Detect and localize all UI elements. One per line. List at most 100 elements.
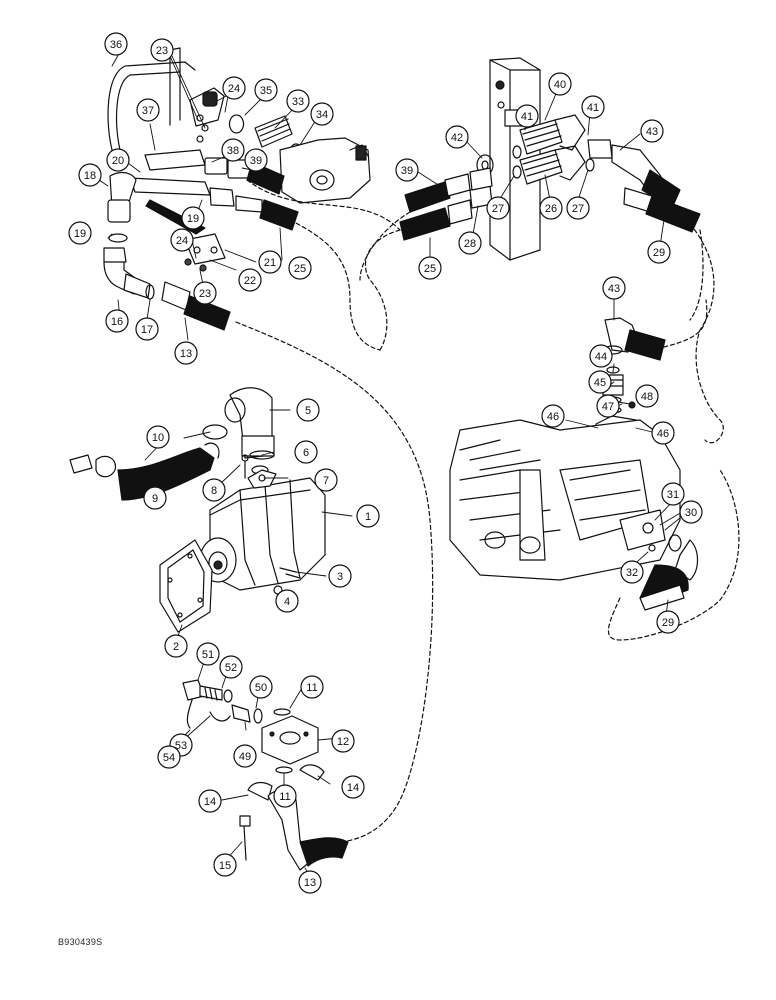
callout-c43b: 43 xyxy=(602,276,626,300)
callout-number: 35 xyxy=(260,85,272,97)
callout-number: 33 xyxy=(292,96,304,108)
callout-number: 49 xyxy=(239,751,251,763)
callout-number: 5 xyxy=(305,405,311,417)
callout-c44: 44 xyxy=(589,344,613,368)
callout-circle xyxy=(249,675,273,699)
callout-number: 18 xyxy=(84,170,96,182)
gasket xyxy=(159,539,213,633)
callout-circle xyxy=(300,675,324,699)
callout-number: 41 xyxy=(521,111,533,123)
callout-number: 9 xyxy=(152,493,158,505)
callout-number: 41 xyxy=(587,102,599,114)
callout-number: 39 xyxy=(401,165,413,177)
callout-number: 16 xyxy=(111,316,123,328)
callout-circle xyxy=(620,560,644,584)
callout-c18: 18 xyxy=(78,163,102,187)
callout-c42: 42 xyxy=(445,125,469,149)
callout-c32: 32 xyxy=(620,560,644,584)
callout-circle xyxy=(541,404,565,428)
callout-c17: 17 xyxy=(135,317,159,341)
callout-circle xyxy=(78,163,102,187)
callout-number: 25 xyxy=(294,263,306,275)
callout-circle xyxy=(275,589,299,613)
callout-number: 27 xyxy=(572,203,584,215)
callout-number: 2 xyxy=(173,641,179,653)
pump-inlet-assembly xyxy=(69,387,275,501)
callout-number: 24 xyxy=(176,235,188,247)
callout-number: 20 xyxy=(112,155,124,167)
callout-number: 13 xyxy=(304,877,316,889)
callout-number: 24 xyxy=(228,83,240,95)
callout-c10: 10 xyxy=(146,425,170,449)
callout-c30: 30 xyxy=(679,500,703,524)
callout-circle xyxy=(310,102,334,126)
callout-number: 52 xyxy=(225,662,237,674)
callout-circle xyxy=(418,256,442,280)
callout-c13b: 13 xyxy=(298,870,322,894)
manifold-housing xyxy=(279,137,371,204)
callout-c43a: 43 xyxy=(640,119,664,143)
callout-circle xyxy=(157,745,181,769)
callout-circle xyxy=(288,256,312,280)
callout-c22: 22 xyxy=(238,268,262,292)
callout-number: 23 xyxy=(156,45,168,57)
callout-c12: 12 xyxy=(331,729,355,753)
callout-number: 25 xyxy=(424,263,436,275)
callout-c11b: 11 xyxy=(273,784,297,808)
callout-number: 23 xyxy=(199,288,211,300)
callout-c26: 26 xyxy=(539,196,563,220)
callout-number: 36 xyxy=(110,39,122,51)
callout-circle xyxy=(341,775,365,799)
callout-circle xyxy=(146,425,170,449)
callout-circle xyxy=(298,870,322,894)
callout-c51: 51 xyxy=(196,642,220,666)
callout-circle xyxy=(170,228,194,252)
callout-number: 30 xyxy=(685,507,697,519)
callout-number: 15 xyxy=(219,860,231,872)
callout-c16: 16 xyxy=(105,309,129,333)
callout-circle xyxy=(331,729,355,753)
callout-c34: 34 xyxy=(310,102,334,126)
callout-c9: 9 xyxy=(143,486,167,510)
callout-circle xyxy=(356,504,380,528)
callout-circle xyxy=(136,98,160,122)
callout-number: 39 xyxy=(250,155,262,167)
callout-c13a: 13 xyxy=(174,341,198,365)
callout-circle xyxy=(486,196,510,220)
callout-number: 1 xyxy=(365,511,371,523)
callout-circle xyxy=(202,478,226,502)
callout-number: 11 xyxy=(279,791,290,803)
callout-circle xyxy=(395,158,419,182)
callout-c14b: 14 xyxy=(198,789,222,813)
callout-number: 40 xyxy=(554,79,566,91)
callout-number: 48 xyxy=(641,391,653,403)
callout-circle xyxy=(602,276,626,300)
callout-c25a: 25 xyxy=(288,256,312,280)
callout-circle xyxy=(68,221,92,245)
callout-circle xyxy=(328,564,352,588)
callout-c3: 3 xyxy=(328,564,352,588)
callout-number: 11 xyxy=(306,682,317,694)
callout-circle xyxy=(193,281,217,305)
callout-c23b: 23 xyxy=(193,281,217,305)
callout-circle xyxy=(254,78,278,102)
callout-c20: 20 xyxy=(106,148,130,172)
callout-c54: 54 xyxy=(157,745,181,769)
callout-c2: 2 xyxy=(164,634,188,658)
callout-number: 46 xyxy=(657,428,669,440)
callout-c33: 33 xyxy=(286,89,310,113)
callout-number: 42 xyxy=(451,132,463,144)
callout-circle xyxy=(238,268,262,292)
callout-c23a: 23 xyxy=(150,38,174,62)
callout-circle xyxy=(106,148,130,172)
callout-c14a: 14 xyxy=(341,775,365,799)
callout-circle xyxy=(219,655,243,679)
callout-circle xyxy=(286,89,310,113)
callout-number: 21 xyxy=(264,257,276,269)
callout-number: 38 xyxy=(227,145,239,157)
callout-c27b: 27 xyxy=(566,196,590,220)
callout-number: 19 xyxy=(74,228,86,240)
callout-c19a: 19 xyxy=(68,221,92,245)
